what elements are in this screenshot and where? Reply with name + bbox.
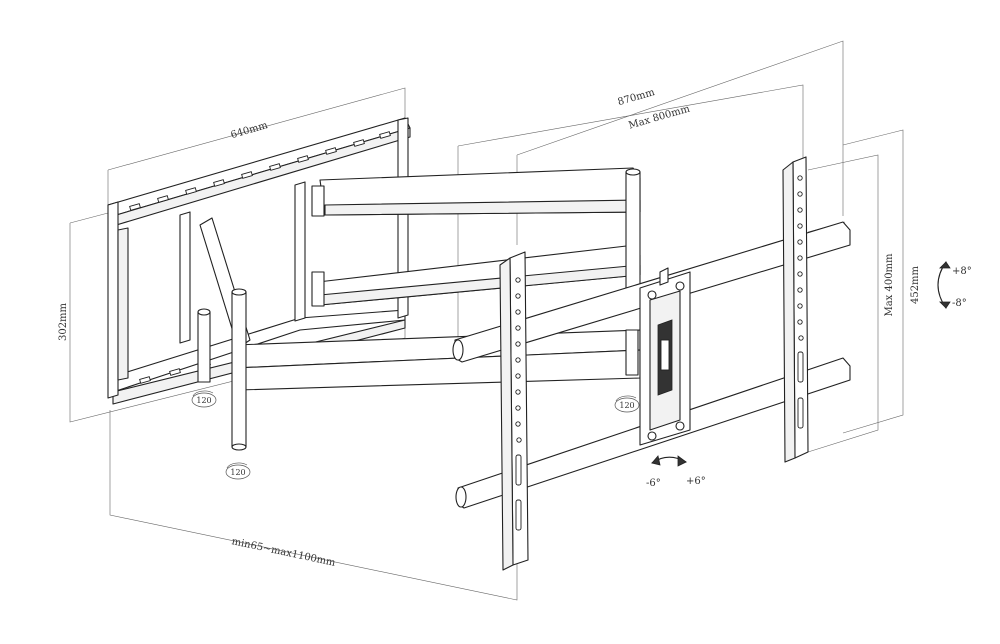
swivel-label-center: 120 <box>619 401 634 410</box>
rotation-indicator: -6° +6° <box>646 455 706 489</box>
rotation-right-label: +6° <box>686 476 706 487</box>
swivel-badge-center: 120 <box>614 395 640 413</box>
overall-width-label: 870mm <box>617 87 657 108</box>
swivel-label-left-lower: 120 <box>230 468 245 477</box>
wall-plate-slots <box>129 131 391 384</box>
swivel-label-left-upper: 120 <box>196 396 211 405</box>
dimension-frames <box>69 40 904 601</box>
swivel-badge-left-lower: 120 <box>225 462 251 480</box>
articulating-arms <box>197 167 641 451</box>
extension-range-label: min65~max1100mm <box>231 536 337 569</box>
wall-plate-height-label: 302mm <box>58 302 69 341</box>
swivel-badge-left-upper: 120 <box>191 390 217 408</box>
overall-height-label: 452mm <box>910 265 921 304</box>
wall-plate-width-label: 640mm <box>230 120 270 141</box>
left-strap-holes <box>515 277 522 531</box>
tilt-indicator: +8° -8° <box>937 261 972 309</box>
max-vesa-height-label: Max 400mm <box>884 253 895 317</box>
tilt-up-label: +8° <box>952 266 972 277</box>
tilt-down-label: -8° <box>952 298 967 309</box>
right-strap-holes <box>797 175 804 429</box>
max-vesa-width-label: Max 800mm <box>627 103 691 131</box>
tv-bracket <box>452 156 851 571</box>
rotation-left-label: -6° <box>646 478 661 489</box>
